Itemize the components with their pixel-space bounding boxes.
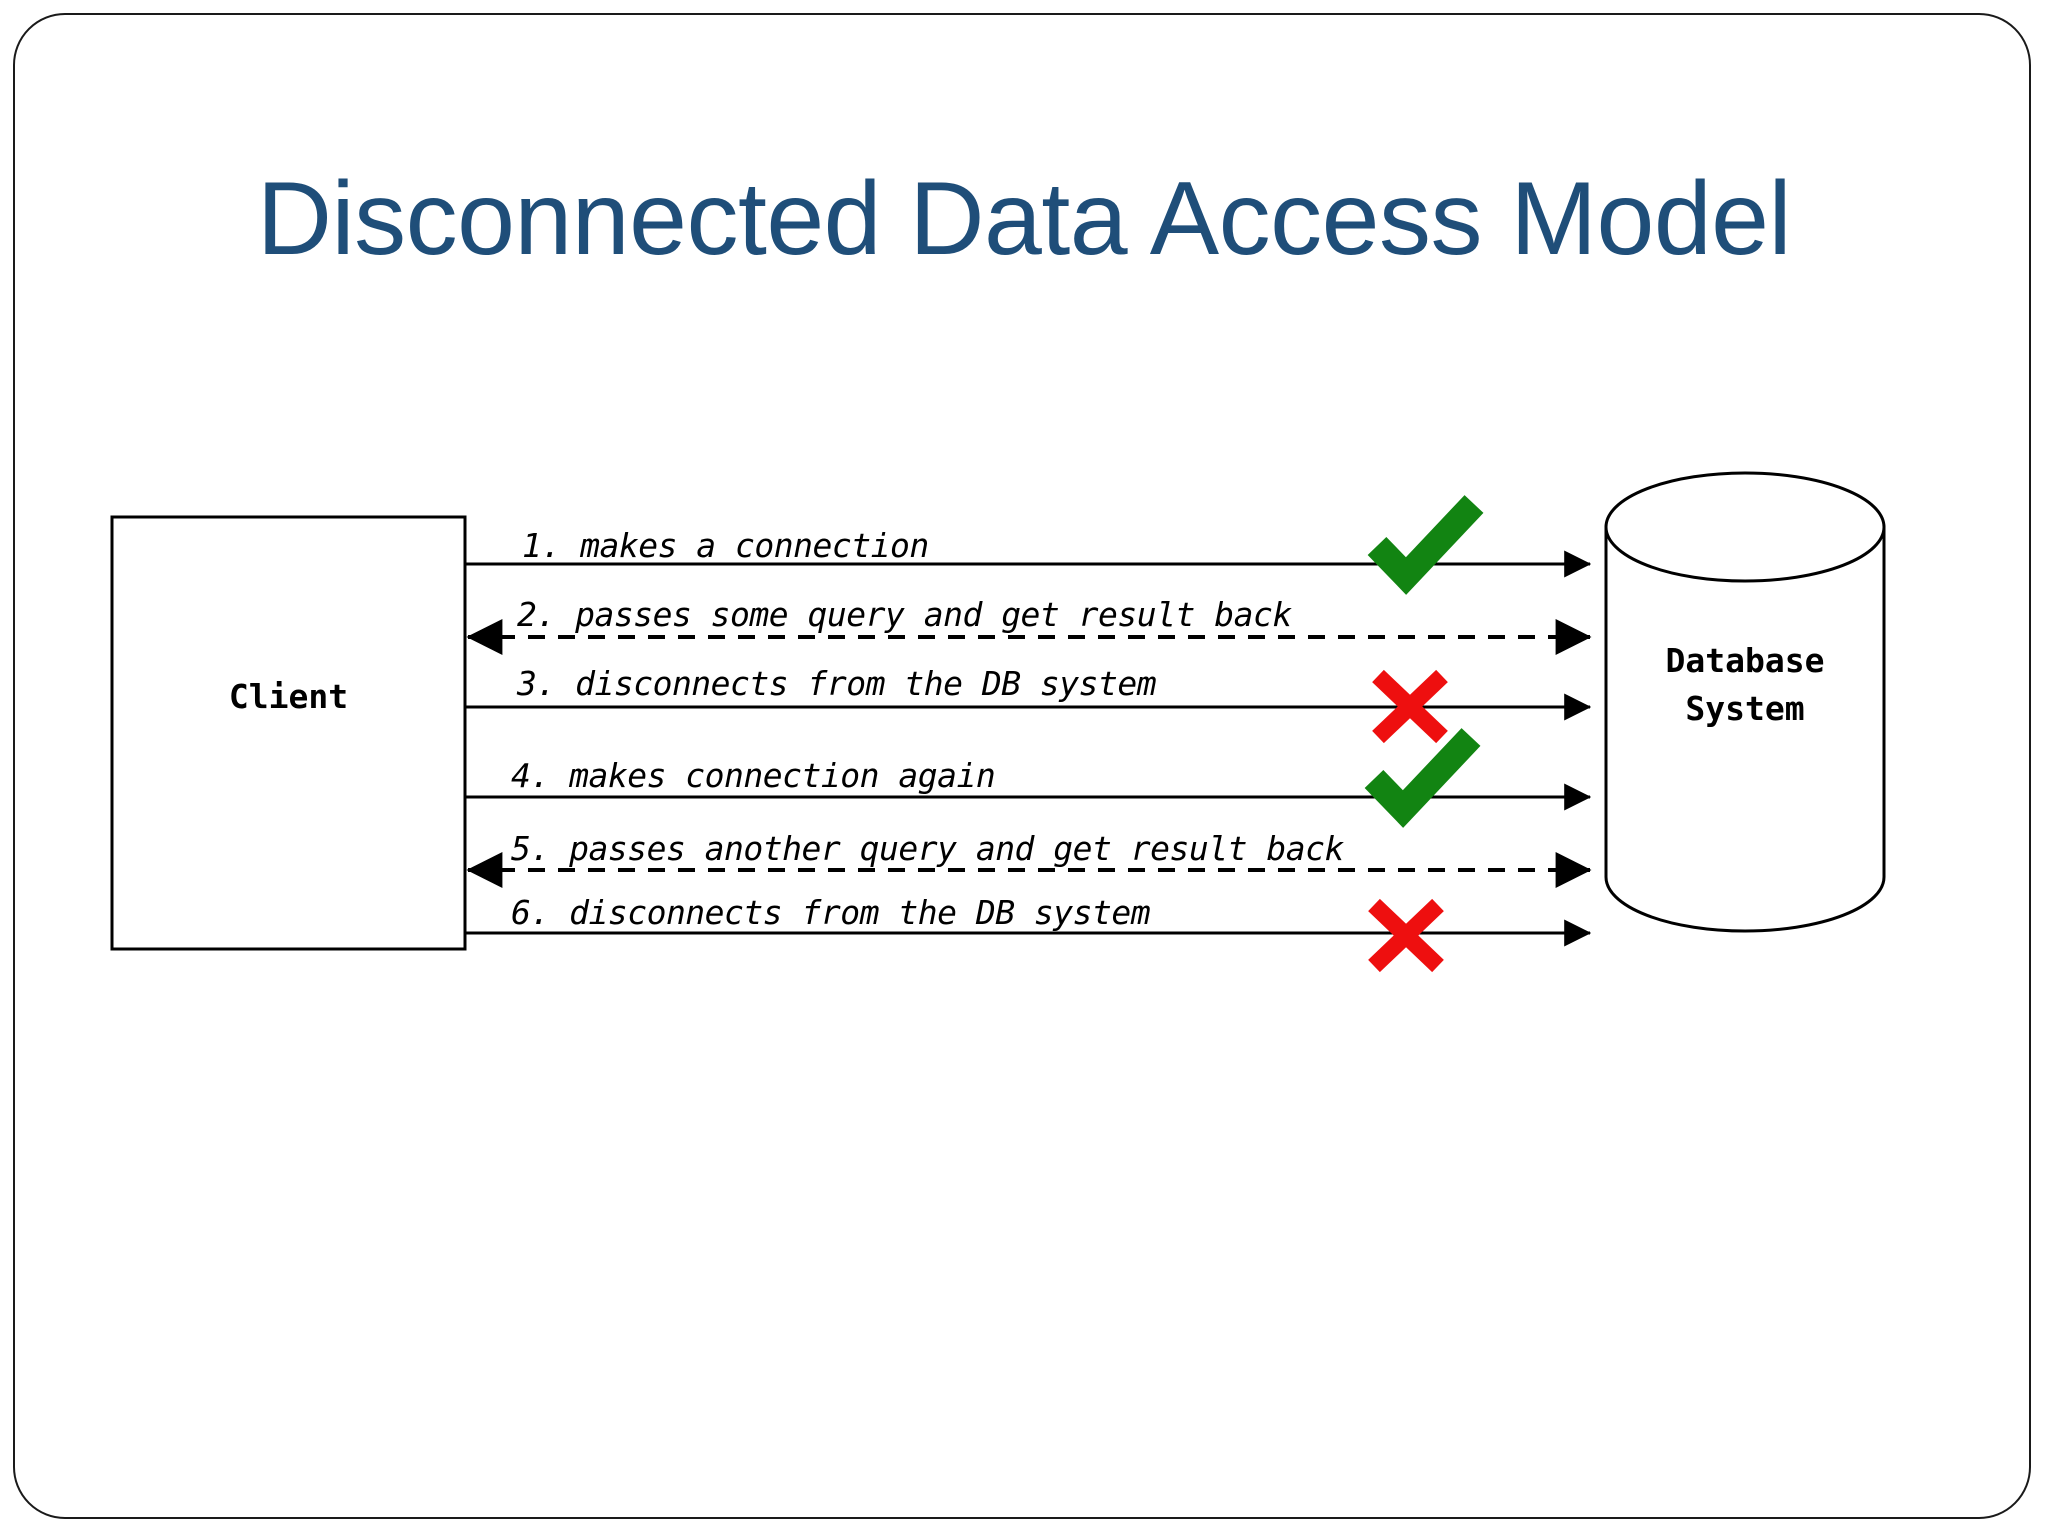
check-icon-step-4: [1364, 728, 1481, 828]
step-3-label: 3. disconnects from the DB system: [517, 664, 1157, 703]
step-2-label: 2. passes some query and get result back: [517, 595, 1292, 634]
slide-frame: Disconnected Data Access Model: [13, 13, 2031, 1519]
step-4-label: 4. makes connection again: [511, 756, 996, 795]
step-1-label: 1. makes a connection: [522, 526, 929, 565]
client-node-shape: [110, 515, 467, 951]
cross-icon-step-3: [1372, 669, 1448, 744]
step-6-label: 6. disconnects from the DB system: [511, 893, 1151, 932]
disconnected-data-access-diagram: Client Database System 1. makes a connec…: [15, 15, 2033, 1521]
database-node-label-line1: Database: [1665, 641, 1825, 680]
database-node-label-line2: System: [1685, 689, 1805, 728]
check-icon-step-1: [1367, 495, 1484, 595]
database-node-shape: [1604, 471, 1886, 933]
cross-icon-step-6: [1368, 898, 1444, 973]
diagram-canvas: [110, 471, 1886, 973]
client-node-label: Client: [228, 677, 349, 716]
step-5-label: 5. passes another query and get result b…: [511, 829, 1344, 868]
page-title: Disconnected Data Access Model: [256, 161, 1792, 277]
